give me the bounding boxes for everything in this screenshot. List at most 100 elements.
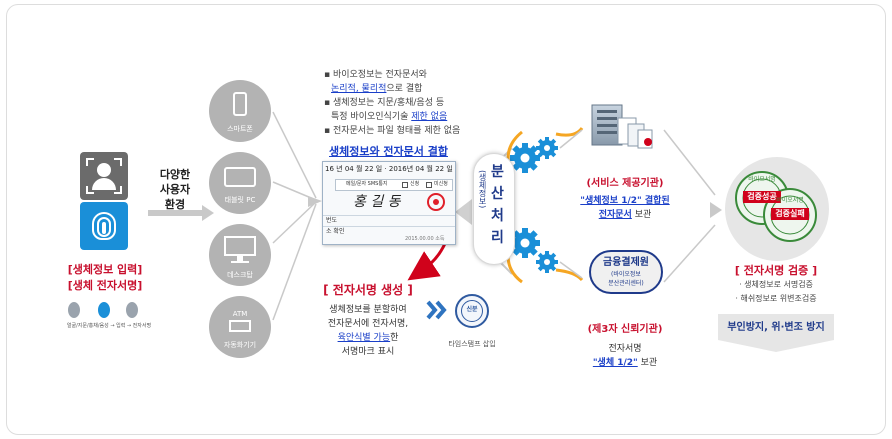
finance-line1: 전자서명 — [608, 344, 642, 354]
form-signature: 홍 길 동 — [353, 194, 401, 210]
finance-badge-sub1: (바이오정보 — [611, 271, 641, 278]
verify-stamp-fail: 검증실패 — [771, 208, 809, 220]
form-footer: 2015.00.00 소득 — [405, 236, 445, 242]
split-pill: (생체정보) 분 산 처 리 — [473, 153, 515, 265]
signature-mark-icon — [427, 193, 445, 211]
form-d1: 22 일 — [364, 165, 383, 173]
env-line2: 사용자 — [159, 183, 191, 196]
verify-stamp-ring-1: 바이오서명 — [748, 176, 776, 183]
bullet-2: ▪ 생체정보는 지문/홍채/음성 등 — [324, 98, 445, 108]
timestamp-seal-icon: 신분 — [455, 294, 489, 328]
service-line2-post: 보관 — [631, 210, 652, 220]
device-converge-lines — [272, 111, 317, 321]
bullet-3: ▪ 전자문서는 파일 형태를 제한 없음 — [324, 126, 461, 136]
service-title: (서비스 제공기관) — [586, 178, 664, 189]
finance-to-verify-line — [663, 224, 716, 283]
verify-box-text: 부인방지, 위·변조 방지 — [727, 322, 825, 333]
device-label-desktop: 데스크탑 — [227, 271, 253, 279]
device-tablet: 태블릿 PC — [209, 152, 271, 214]
form-row2: 소 확인 — [326, 228, 345, 235]
form-date-left: 16 년 — [325, 165, 343, 173]
device-smartphone: 스마트폰 — [209, 80, 271, 142]
finance-badge-title: 금융결제원 — [603, 257, 649, 268]
esign-line3: 육안식별 가능한 — [310, 333, 426, 344]
form-date-row: 16 년 04 월 22 일 · 2016년 04 월 22 일 — [325, 165, 453, 173]
form-row1: 번도 — [326, 217, 338, 224]
verify-stamp-fail-text: 검증실패 — [775, 209, 805, 218]
env-line1: 다양한 — [159, 168, 191, 181]
fingerprint-icon — [80, 202, 128, 250]
verify-arrowhead — [710, 202, 722, 218]
form-option-row: 메일/문자 SMS통지 신청 미신청 — [335, 179, 453, 191]
verify-stamp-success-text: 검증성공 — [747, 192, 777, 201]
bullet-2-link[interactable]: 제한 없음 — [411, 112, 448, 122]
verify-down-arrow-box — [718, 314, 834, 352]
bullet-1b: 논리적, 물리적으로 결합 — [331, 82, 422, 96]
finance-line2: "생체 1/2" 보관 — [575, 358, 675, 369]
split-side-label: (생체정보) — [478, 170, 487, 209]
device-desktop: 데스크탑 — [209, 224, 271, 286]
split-char-1: 분 — [491, 164, 504, 180]
device-label-smartphone: 스마트폰 — [227, 125, 253, 133]
bullet-1-post: 으로 결합 — [386, 84, 423, 94]
gear-top-2 — [536, 137, 558, 159]
server-building-icon — [591, 104, 653, 149]
esign-title: [ 전자서명 생성 ] — [323, 283, 413, 297]
verify-title: [ 전자서명 검증 ] — [734, 264, 818, 277]
left-title-line2: [생체 전자서명] — [67, 279, 143, 292]
form-d2: 22 일 — [435, 165, 453, 173]
esign-line1: 생체정보를 분할하여 — [329, 305, 407, 315]
split-char-4: 리 — [491, 230, 504, 246]
mini-flow-icons — [60, 300, 160, 320]
tablet-icon — [224, 167, 256, 187]
esign-line3-link[interactable]: 육안식별 가능 — [337, 333, 391, 343]
finance-badge-sub2: 분산관리센터) — [608, 280, 644, 287]
verify-stamp-ring-2: 바이오서명 — [776, 197, 804, 204]
orange-arc-top-2 — [555, 127, 584, 137]
arrowhead-user-to-devices — [202, 205, 214, 221]
env-line3: 환경 — [164, 198, 186, 211]
bullet-1-link[interactable]: 논리적, 물리적 — [331, 84, 387, 94]
esign-line3-post: 한 — [390, 333, 399, 343]
split-char-3: 처 — [491, 208, 504, 224]
arrow-to-service — [559, 129, 583, 149]
split-char-2: 산 — [491, 186, 504, 202]
timestamp-seal-text: 신분 — [466, 306, 478, 313]
service-line1: "생체정보 1/2" 결합된 — [580, 196, 670, 206]
bullet-3-text: 전자문서는 파일 형태를 제한 없음 — [332, 126, 461, 136]
finance-line2-link: "생체 1/2" — [592, 358, 638, 368]
form-not-apply: 미신청 — [434, 181, 448, 187]
combine-title: 생체정보와 전자문서 결합 — [329, 145, 448, 158]
form-notapply-checkbox[interactable] — [426, 182, 432, 188]
service-line2-link: 전자문서 — [598, 210, 632, 220]
device-atm: ATM 자동화기기 — [209, 296, 271, 358]
form-sms: 메일/문자 SMS통지 — [346, 181, 388, 187]
finance-badge: 금융결제원 (바이오정보 분산관리센터) — [589, 250, 663, 294]
service-to-verify-line — [663, 129, 716, 196]
form-year2: 2016년 — [388, 165, 414, 173]
gear-bot-2 — [536, 251, 558, 273]
chevron-1 — [426, 300, 438, 320]
orange-arc-bot-2 — [555, 268, 584, 282]
device-label-tablet: 태블릿 PC — [224, 196, 256, 204]
device-label-atm: 자동화기기 — [223, 341, 257, 349]
atm-icon: ATM — [232, 310, 248, 318]
bullet-2-line1: 생체정보는 지문/홍채/음성 등 — [332, 98, 445, 108]
smartphone-icon — [233, 92, 247, 116]
form-document: 16 년 04 월 22 일 · 2016년 04 월 22 일 메일/문자 S… — [322, 161, 456, 245]
finance-line2-post: 보관 — [637, 358, 658, 368]
form-apply-checkbox[interactable] — [402, 182, 408, 188]
arrow-to-finance — [559, 261, 583, 279]
chevron-2 — [435, 300, 447, 320]
finance-title: (제3자 신뢰기관) — [587, 324, 663, 335]
verify-stamp-success: 검증성공 — [743, 191, 781, 203]
form-apply: 신청 — [410, 181, 420, 187]
desktop-icon — [224, 236, 256, 256]
service-line2: 전자문서 보관 — [575, 210, 675, 221]
left-flow-caption: 얼굴/지문/홍채/음성 → 입력 → 전자서명 — [66, 323, 152, 329]
verify-line1: · 생체정보로 서명검증 — [739, 280, 813, 289]
bullet-1-pre: 바이오정보는 전자문서와 — [332, 70, 427, 80]
bullet-2-pre: 특정 바이오인식기술 — [331, 112, 412, 122]
form-m2: 04 월 — [415, 165, 433, 173]
